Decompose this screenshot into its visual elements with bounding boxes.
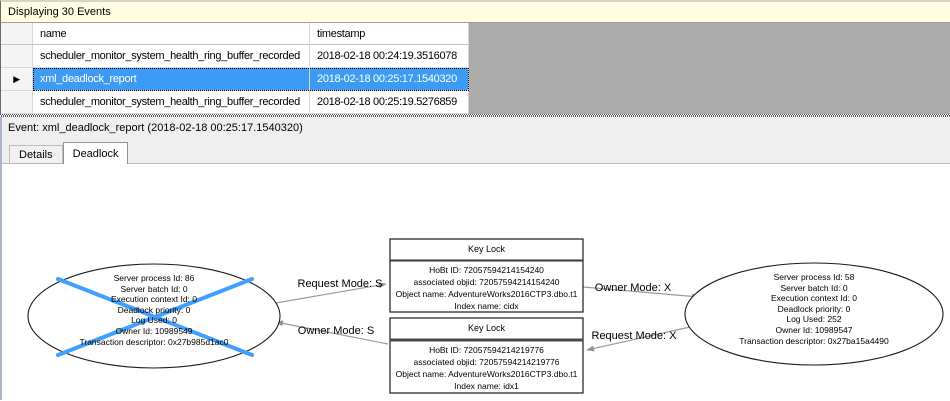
key-lock-node-bottom[interactable] [389, 317, 584, 394]
resource-attr: associated objid: 72057594214219776 [413, 357, 560, 367]
grid-row-filler [469, 91, 950, 114]
resource-attr: Object name: AdventureWorks2016CTP3.dbo.… [395, 369, 578, 379]
cell-timestamp[interactable]: 2018-02-18 00:24:19.3516078 [310, 45, 469, 68]
grid-row[interactable]: scheduler_monitor_system_health_ring_buf… [1, 91, 950, 114]
key-lock-node-top[interactable] [389, 238, 584, 313]
process-attr: Transaction descriptor: 0x27b985d1ac0 [79, 336, 229, 347]
grid-splitter[interactable] [0, 114, 950, 117]
event-summary-label: Event: xml_deadlock_report (2018-02-18 0… [8, 122, 303, 134]
edge-owner-x [582, 286, 700, 300]
event-summary-bar: Event: xml_deadlock_report (2018-02-18 0… [2, 117, 950, 140]
resource-attr: Object name: AdventureWorks2016CTP3.dbo.… [395, 289, 578, 299]
cell-name[interactable]: scheduler_monitor_system_health_ring_buf… [33, 45, 310, 68]
key-lock-top-text: HoBt ID: 72057594214154240 associated ob… [392, 264, 581, 312]
events-count-bar: Displaying 30 Events [0, 0, 950, 23]
edge-owner-s [275, 320, 389, 345]
grid-header-name[interactable]: name [33, 23, 310, 45]
surviving-process-text: Server process Id: 58 Server batch Id: 0… [694, 272, 934, 346]
process-attr: Server batch Id: 0 [120, 283, 188, 294]
process-attr: Owner Id: 10989547 [775, 324, 853, 335]
resource-attr: Index name: idx1 [454, 381, 519, 391]
tab-deadlock[interactable]: Deadlock [62, 142, 129, 164]
row-selector-header-cell[interactable] [1, 23, 33, 45]
process-attr: Transaction descriptor: 0x27ba15a4490 [739, 335, 889, 346]
events-count-label: Displaying 30 Events [8, 6, 111, 18]
victim-process-text: Server process Id: 86 Server batch Id: 0… [34, 273, 274, 347]
tab-details-label: Details [19, 148, 53, 161]
grid-row-filler [469, 45, 950, 68]
resource-attr: HoBt ID: 72057594214154240 [429, 265, 544, 275]
event-detail-pane: Event: xml_deadlock_report (2018-02-18 0… [0, 117, 950, 400]
grid-header-row: name timestamp [1, 23, 950, 45]
grid-row-filler [469, 68, 950, 91]
process-attr: Deadlock priority: 0 [117, 304, 191, 315]
cell-name[interactable]: xml_deadlock_report [33, 68, 310, 91]
process-attr: Log Used: 252 [786, 314, 842, 325]
grid-header-timestamp[interactable]: timestamp [310, 23, 469, 45]
process-attr: Server process Id: 58 [773, 272, 855, 282]
key-lock-bottom-text: HoBt ID: 72057594214219776 associated ob… [392, 344, 581, 392]
key-lock-bottom-title: Key Lock [467, 323, 506, 333]
edge-label-request-mode-s: Request Mode: S [297, 278, 383, 290]
row-selector-cell[interactable] [1, 91, 33, 114]
tab-details[interactable]: Details [9, 145, 63, 163]
edge-request-s [263, 282, 387, 306]
cell-name[interactable]: scheduler_monitor_system_health_ring_buf… [33, 91, 310, 114]
cell-timestamp[interactable]: 2018-02-18 00:25:19.5276859 [310, 91, 469, 114]
process-attr: Server process Id: 86 [113, 273, 195, 283]
edge-label-request-mode-x: Request Mode: X [591, 330, 677, 342]
cell-timestamp[interactable]: 2018-02-18 00:25:17.1540320 [310, 68, 469, 91]
grid-header-filler [469, 23, 950, 45]
detail-tab-strip: Details Deadlock [2, 140, 950, 164]
edge-label-owner-mode-s: Owner Mode: S [297, 325, 375, 337]
process-attr: Execution context Id: 0 [771, 293, 857, 304]
grid-row[interactable]: scheduler_monitor_system_health_ring_buf… [1, 45, 950, 68]
process-attr: Deadlock priority: 0 [777, 303, 851, 314]
deadlock-graph [27, 238, 944, 394]
row-selector-cell[interactable]: ▶ [1, 68, 33, 91]
process-attr: Execution context Id: 0 [111, 294, 197, 305]
deadlock-graph-panel: Server process Id: 86 Server batch Id: 0… [2, 163, 950, 400]
current-row-arrow-icon: ▶ [13, 73, 20, 84]
process-attr: Owner Id: 10989549 [115, 325, 193, 336]
resource-attr: Index name: cidx [454, 301, 519, 311]
row-selector-cell[interactable] [1, 45, 33, 68]
surviving-process-node[interactable] [684, 262, 944, 366]
edge-request-x [586, 326, 691, 352]
resource-attr: associated objid: 72057594214154240 [413, 277, 560, 287]
events-grid: name timestamp scheduler_monitor_system_… [0, 23, 950, 114]
tab-deadlock-label: Deadlock [72, 147, 119, 160]
deadlock-edges [263, 282, 700, 352]
key-lock-top-title: Key Lock [467, 244, 506, 254]
resource-attr: HoBt ID: 72057594214219776 [429, 345, 544, 355]
process-attr: Log Used: 0 [131, 315, 177, 326]
process-attr: Server batch Id: 0 [780, 282, 848, 293]
grid-row-selected[interactable]: ▶ xml_deadlock_report 2018-02-18 00:25:1… [1, 68, 950, 91]
edge-label-owner-mode-x: Owner Mode: X [594, 282, 672, 294]
deadlock-victim-x-icon [56, 277, 254, 357]
